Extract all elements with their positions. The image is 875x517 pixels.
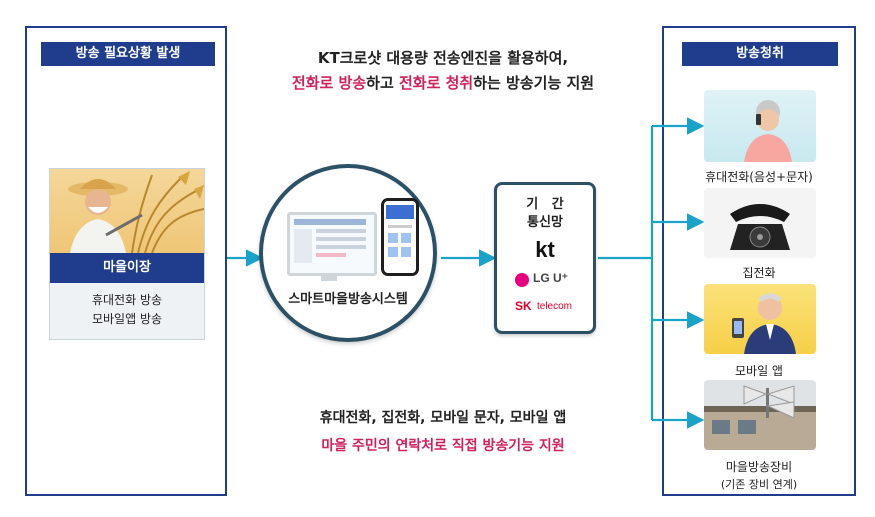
farmer-illustration [50, 169, 204, 253]
network-title-2: 통신망 [527, 215, 563, 230]
sktelecom-logo: SK telecom [515, 297, 591, 317]
right-panel-title: 방송청취 [682, 42, 838, 66]
monitor-icon [287, 212, 377, 276]
sk-text: SK [515, 299, 532, 313]
top-heading-part-2: 하고 [366, 74, 399, 92]
smartphone-icon [381, 198, 419, 276]
village-head-line-2: 모바일앱 방송 [91, 312, 163, 326]
broadcast-equipment-label: 마을방송장비 [725, 460, 793, 474]
top-heading-line-2: 전화로 방송하고 전화로 청취하는 방송기능 지원 [230, 71, 656, 96]
top-heading-part-3: 전화로 청취 [398, 74, 474, 92]
lguplus-mark-icon [515, 273, 529, 287]
kt-logo: kt [535, 237, 555, 262]
mobile-app-label: 모바일 앱 [735, 364, 783, 378]
telecom-text: telecom [537, 301, 573, 312]
mobile-app-thumb [704, 284, 816, 354]
left-panel: 방송 필요상황 발생 마을이장 휴대전화 방송 모바일앱 방송 [25, 26, 227, 496]
top-heading-line-1: KT크로샷 대용량 전송엔진을 활용하여, [317, 49, 569, 67]
backbone-network-box: 기 간 통신망 kt LG U⁺ SK telecom [494, 182, 596, 334]
bottom-heading: 휴대전화, 집전화, 모바일 문자, 모바일 앱 마을 주민의 연락처로 직접 … [230, 404, 656, 460]
home-phone-label: 집전화 [742, 266, 776, 280]
mobile-phone-thumb [704, 90, 816, 162]
left-panel-title: 방송 필요상황 발생 [41, 42, 215, 66]
bottom-heading-line-2: 마을 주민의 연락처로 직접 방송기능 지원 [321, 438, 565, 454]
village-head-card: 마을이장 휴대전화 방송 모바일앱 방송 [49, 168, 205, 340]
village-head-line-1: 휴대전화 방송 [91, 293, 163, 307]
right-panel: 방송청취 휴대전화(음성+문자) 집전화 모바일 앱 [662, 26, 856, 496]
bottom-heading-line-1: 휴대전화, 집전화, 모바일 문자, 모바일 앱 [319, 410, 567, 426]
home-phone-thumb [704, 188, 816, 258]
smart-broadcast-system: 스마트마을방송시스템 [259, 164, 437, 342]
village-head-title: 마을이장 [50, 253, 204, 283]
mobile-phone-label: 휴대전화(음성+문자) [705, 170, 813, 184]
monitor-stand [321, 275, 337, 281]
lguplus-text: LG U⁺ [533, 271, 568, 285]
top-heading-part-1: 전화로 방송 [291, 74, 367, 92]
broadcast-equipment-thumb [704, 380, 816, 450]
lguplus-logo: LG U⁺ [515, 271, 585, 289]
broadcast-equipment-sublabel: (기존 장비 연계) [720, 478, 798, 491]
top-heading-part-4: 하는 방송기능 지원 [473, 74, 595, 92]
system-label: 스마트마을방송시스템 [288, 292, 408, 307]
network-title-1: 기 간 [526, 197, 564, 212]
top-heading: KT크로샷 대용량 전송엔진을 활용하여, 전화로 방송하고 전화로 청취하는 … [230, 46, 656, 96]
